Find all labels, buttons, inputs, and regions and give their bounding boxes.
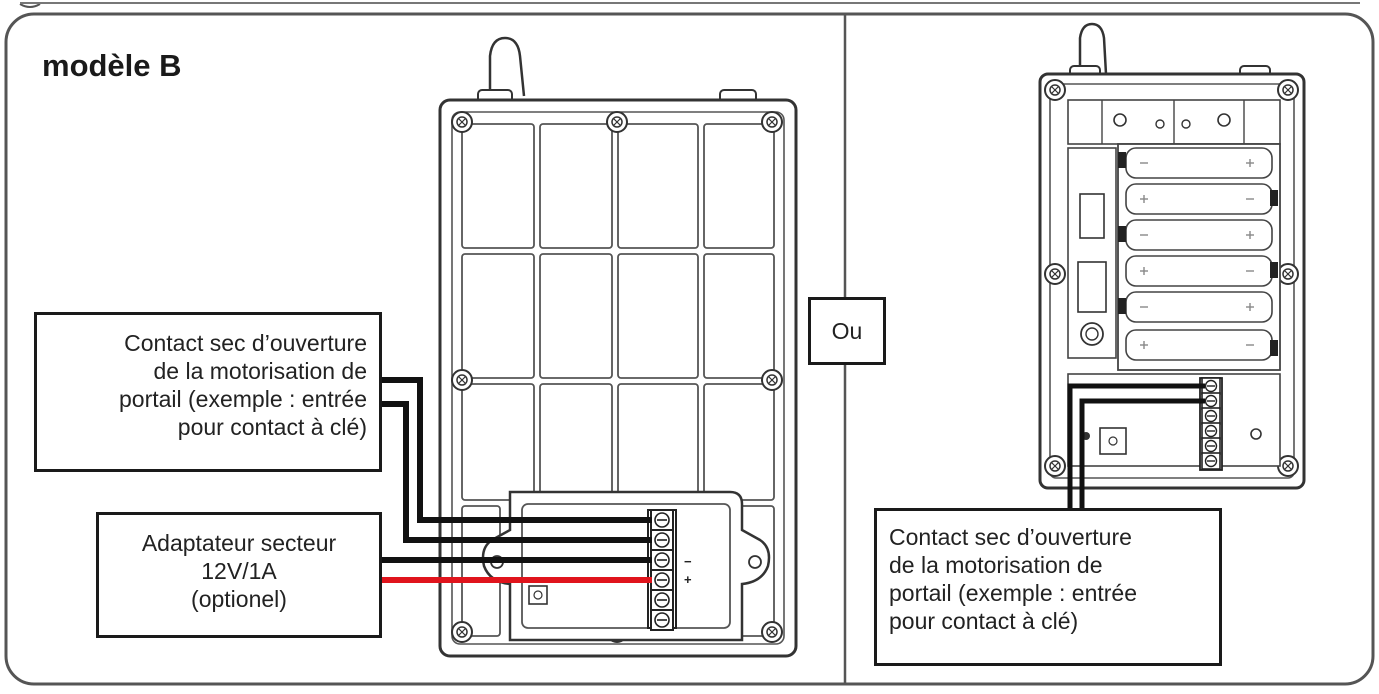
right-contact-wire-2	[1079, 398, 1205, 510]
right-contact-line-3: portail (exemple : entrée	[889, 580, 1138, 606]
right-contact-wire-1	[1067, 383, 1205, 510]
left-terminal-block	[647, 509, 677, 631]
separator-label: Ou	[808, 297, 886, 365]
left-contact-wire-2	[382, 401, 652, 543]
adapter-line-2: 12V/1A	[201, 558, 277, 584]
left-contact-label: Contact sec d’ouverture de la motorisati…	[34, 312, 382, 472]
separator-text: Ou	[831, 318, 863, 344]
battery-contacts	[1118, 152, 1278, 356]
left-plus-symbol: +	[684, 572, 692, 587]
left-device: + −	[438, 36, 798, 658]
adapter-line-1: Adaptateur secteur	[141, 530, 337, 556]
left-contact-line-1: Contact sec d’ouverture	[124, 330, 367, 356]
adapter-line-3: (optionel)	[191, 586, 287, 612]
left-antenna	[488, 36, 526, 97]
left-contact-line-4: pour contact à clé)	[177, 414, 367, 440]
left-minus-symbol: −	[684, 554, 692, 569]
right-contact-line-1: Contact sec d’ouverture	[889, 524, 1132, 550]
left-contact-line-2: de la motorisation de	[153, 358, 367, 384]
right-terminal-block	[1199, 377, 1223, 471]
left-wires	[382, 377, 652, 583]
top-border-fragment	[19, 3, 41, 8]
right-contact-line-4: pour contact à clé)	[889, 608, 1079, 634]
left-contact-wire-1	[382, 377, 652, 523]
battery-polarity-marks	[1140, 159, 1254, 349]
right-contact-label: Contact sec d’ouverture de la motorisati…	[874, 508, 1222, 666]
adapter-label: Adaptateur secteur 12V/1A (optionel)	[96, 512, 382, 638]
right-antenna	[1078, 22, 1108, 75]
panel-title: modèle B	[42, 48, 182, 83]
left-grid	[461, 123, 775, 637]
left-contact-line-3: portail (exemple : entrée	[118, 386, 367, 412]
right-wires	[1067, 383, 1205, 510]
right-contact-line-2: de la motorisation de	[889, 552, 1103, 578]
